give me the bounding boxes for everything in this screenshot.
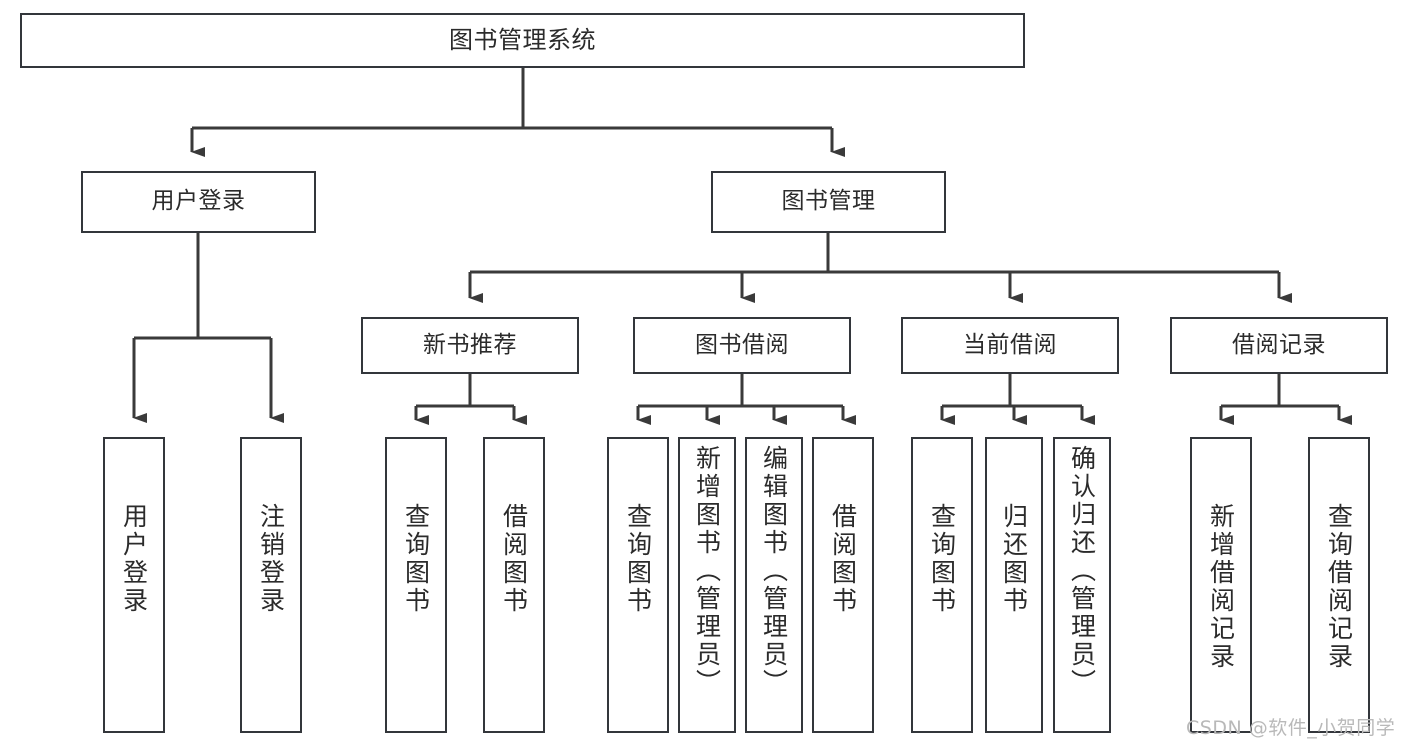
node-label: 借阅图书 [499,503,529,615]
node-leaf-add-book-admin[interactable]: 新增图书（管理员） [678,437,736,733]
node-label: 新书推荐 [423,331,517,358]
node-leaf-borrow-book[interactable]: 借阅图书 [812,437,874,733]
node-label: 确认归还（管理员） [1067,445,1097,697]
node-leaf-return-book[interactable]: 归还图书 [985,437,1043,733]
node-label: 图书借阅 [695,331,789,358]
node-label: 当前借阅 [963,331,1057,358]
node-borrow-record[interactable]: 借阅记录 [1170,317,1388,374]
node-leaf-query-book-current[interactable]: 查询图书 [911,437,973,733]
node-label: 查询图书 [927,503,957,615]
node-leaf-borrow-book-recommend[interactable]: 借阅图书 [483,437,545,733]
node-leaf-query-borrow-record[interactable]: 查询借阅记录 [1308,437,1370,733]
node-new-book-recommend[interactable]: 新书推荐 [361,317,579,374]
node-leaf-user-logout[interactable]: 注销登录 [240,437,302,733]
node-leaf-query-book-borrow[interactable]: 查询图书 [607,437,669,733]
node-user-login[interactable]: 用户登录 [81,171,316,233]
node-book-management[interactable]: 图书管理 [711,171,946,233]
node-root-system[interactable]: 图书管理系统 [20,13,1025,68]
node-leaf-query-book-recommend[interactable]: 查询图书 [385,437,447,733]
node-leaf-add-borrow-record[interactable]: 新增借阅记录 [1190,437,1252,733]
node-label: 图书管理系统 [449,26,596,55]
node-book-borrow[interactable]: 图书借阅 [633,317,851,374]
node-label: 注销登录 [256,503,286,615]
node-label: 借阅图书 [828,503,858,615]
node-label: 借阅记录 [1232,331,1326,358]
node-leaf-edit-book-admin[interactable]: 编辑图书（管理员） [745,437,803,733]
node-label: 查询图书 [623,503,653,615]
node-label: 用户登录 [119,503,149,615]
node-leaf-user-login[interactable]: 用户登录 [103,437,165,733]
node-label: 编辑图书（管理员） [759,445,789,697]
node-label: 查询借阅记录 [1324,503,1354,671]
node-label: 查询图书 [401,503,431,615]
node-label: 图书管理 [781,188,876,215]
node-leaf-confirm-return-admin[interactable]: 确认归还（管理员） [1053,437,1111,733]
node-label: 归还图书 [999,503,1029,615]
node-current-borrow[interactable]: 当前借阅 [901,317,1119,374]
watermark-text: CSDN @软件_小贺同学 [1186,717,1396,739]
node-label: 新增借阅记录 [1206,503,1236,671]
node-label: 用户登录 [151,188,246,215]
node-label: 新增图书（管理员） [692,445,722,697]
